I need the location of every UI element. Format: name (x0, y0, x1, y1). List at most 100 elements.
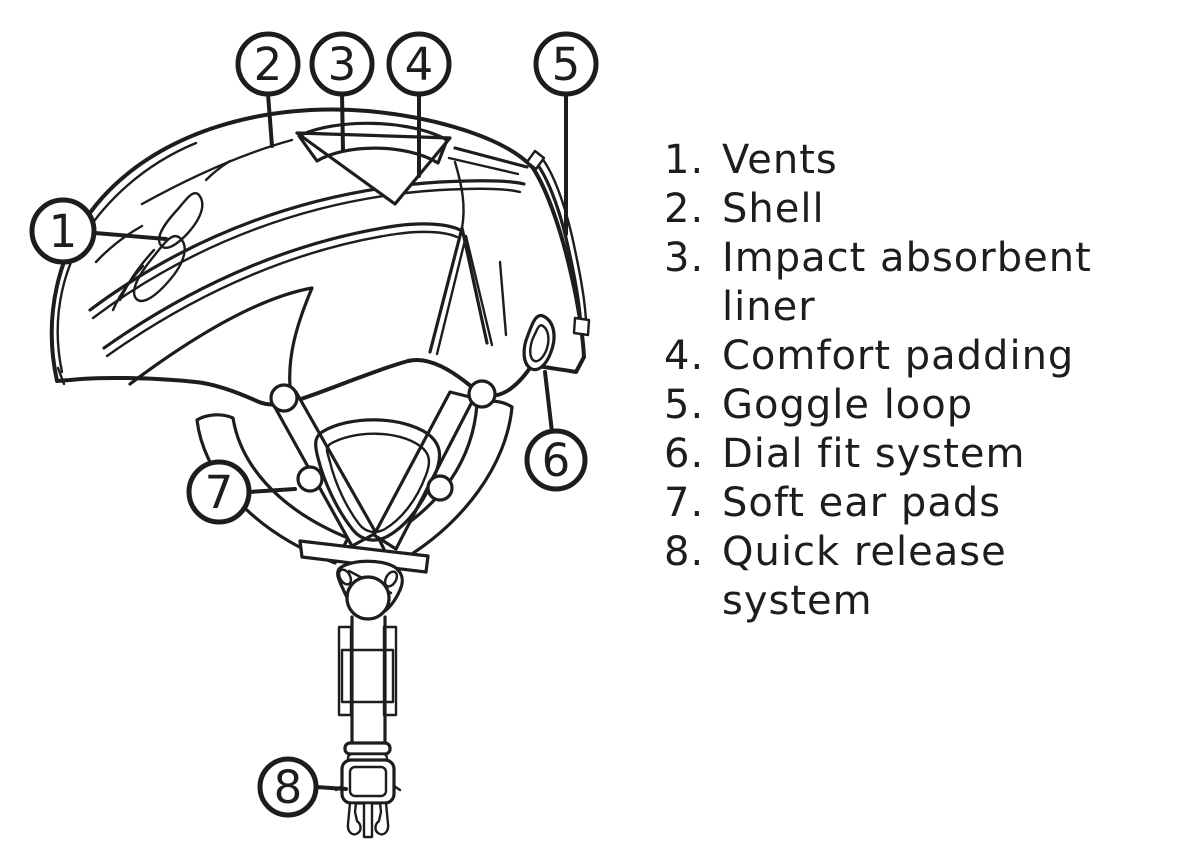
strap-rivet (467, 379, 497, 409)
legend-item-number: 5. (664, 382, 705, 428)
strap-edges (350, 615, 387, 747)
dial-fit-vent (522, 313, 556, 372)
legend-item-goggle-loop: 5. Goggle loop (664, 381, 1194, 430)
shell-chevron (428, 226, 489, 354)
shell-groove-line (102, 222, 462, 350)
legend-item-number: 3. (664, 235, 705, 281)
callout-4: 4 (386, 31, 452, 178)
goggle-loop-end (572, 316, 591, 337)
buckle-prong (374, 801, 390, 836)
legend-item-label: Shell (722, 186, 825, 232)
buckle-collar (343, 741, 392, 756)
callout-6: 6 (524, 370, 588, 492)
callout-8: 8 (257, 756, 348, 818)
junction-slot (337, 568, 353, 586)
vent-slot (157, 191, 204, 249)
shell-groove-line (88, 179, 526, 312)
callout-2: 2 (235, 31, 301, 148)
strap-triangle-opening-inner (325, 432, 431, 534)
helmet-shell (49, 107, 586, 407)
goggle-loop-clip (525, 149, 546, 171)
shell-groove-line (128, 286, 314, 388)
legend-item-number: 4. (664, 333, 705, 379)
legend-item-label: Quick release system (722, 529, 1007, 624)
strap-rivet (426, 474, 454, 502)
chin-strap-lower (337, 615, 398, 747)
callout-number: 4 (405, 38, 434, 91)
callout-1: 1 (29, 197, 168, 265)
legend-item-number: 7. (664, 480, 705, 526)
callout-number: 8 (274, 761, 303, 814)
legend-item-label: Impact absorbent liner (722, 235, 1092, 330)
slider-rail (382, 625, 398, 717)
vent-accent-line (94, 224, 144, 264)
shell-groove-line (105, 230, 459, 358)
legend-item-number: 6. (664, 431, 705, 477)
shell-chevron (435, 234, 494, 356)
callout-number: 6 (542, 434, 571, 487)
callout-circle (309, 31, 375, 97)
rear-panel-line (447, 156, 520, 176)
legend-item-label: Comfort padding (722, 333, 1075, 379)
shell-outline (49, 107, 586, 407)
parts-legend: 1. Vents 2. Shell 3. Impact absorbent li… (664, 136, 1194, 626)
callout-circle (186, 459, 252, 525)
rear-panel-line (453, 160, 465, 230)
leader-line (266, 92, 274, 148)
front-vents (94, 159, 232, 312)
callout-number: 1 (49, 205, 78, 258)
strap-junction (336, 559, 404, 621)
legend-item-number: 1. (664, 137, 705, 183)
callout-number: 3 (328, 38, 357, 91)
legend-item-quick-release: 8. Quick release system (664, 528, 1194, 626)
callout-circle (524, 428, 588, 492)
chin-straps (269, 379, 497, 574)
legend-item-dial-fit: 6. Dial fit system (664, 430, 1194, 479)
shell-groove-line (91, 187, 522, 320)
goggle-loop-strap (539, 155, 588, 324)
junction-button (345, 575, 391, 621)
legend-item-label: Vents (722, 137, 838, 183)
callout-circle (257, 756, 319, 818)
legend-item-label: Goggle loop (722, 382, 974, 428)
goggle-loop-strap (532, 158, 583, 330)
buckle-tongue (362, 801, 374, 839)
callout-number: 2 (254, 38, 283, 91)
vent-accent-line (111, 264, 145, 312)
callout-circle (29, 197, 97, 265)
leader-line (93, 231, 168, 241)
cross-strap (298, 539, 430, 574)
callout-number: 5 (552, 38, 581, 91)
legend-item-vents: 1. Vents (664, 136, 1194, 185)
legend-item-ear-pads: 7. Soft ear pads (664, 479, 1194, 528)
callout-number: 7 (205, 466, 234, 519)
strap-rivet (269, 383, 299, 413)
shell-front-inner-edge (56, 141, 198, 374)
vent-slot (132, 235, 186, 303)
legend-item-shell: 2. Shell (664, 185, 1194, 234)
legend-item-number: 8. (664, 529, 705, 575)
legend-item-label: Soft ear pads (722, 480, 1002, 526)
helmet-diagram: 1 2 3 4 5 6 7 (29, 31, 599, 839)
goggle-loop (525, 149, 591, 337)
legend-item-impact-liner: 3. Impact absorbent liner (664, 234, 1194, 332)
leader-line (340, 92, 345, 152)
shell-chevron-echo (498, 260, 508, 337)
legend-item-number: 2. (664, 186, 705, 232)
strap-triangle-opening (314, 418, 442, 542)
callout-circle (533, 31, 599, 97)
legend-item-label: Dial fit system (722, 431, 1026, 477)
slider-body (340, 648, 395, 704)
rear-vent-mesh (529, 324, 550, 363)
leader-line (247, 487, 297, 494)
vent-accent-line (204, 159, 232, 182)
leader-line (543, 370, 554, 434)
callout-3: 3 (309, 31, 375, 152)
buckle-body-inner (348, 765, 388, 798)
shell-brim-notch (56, 366, 66, 386)
rear-panel-line (453, 146, 529, 169)
callout-circle (386, 31, 452, 97)
buckle-prong (346, 801, 362, 836)
